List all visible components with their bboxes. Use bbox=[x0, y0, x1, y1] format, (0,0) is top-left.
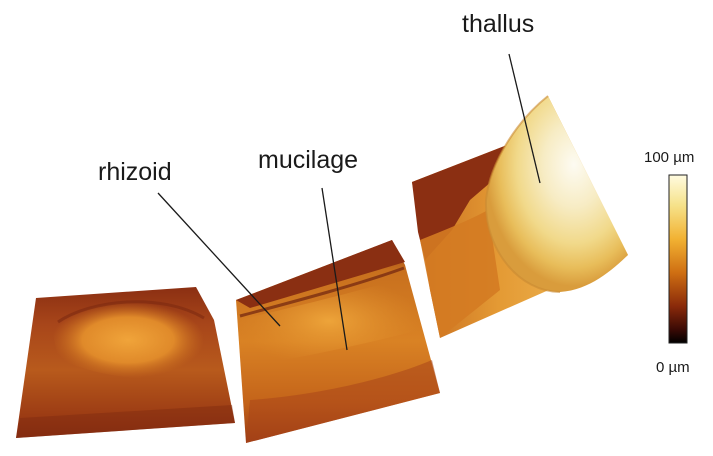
thallus-label: thallus bbox=[462, 10, 534, 38]
color-scale-bar bbox=[669, 175, 687, 343]
afm-panel-left bbox=[16, 287, 235, 438]
scale-max-label: 100 µm bbox=[644, 149, 694, 166]
afm-panel-middle bbox=[236, 240, 440, 443]
scale-min-label: 0 µm bbox=[656, 359, 690, 376]
height-color-scale: 100 µm 0 µm bbox=[644, 149, 694, 376]
mucilage-label: mucilage bbox=[258, 146, 358, 174]
afm-panel-right bbox=[412, 96, 628, 338]
rhizoid-label: rhizoid bbox=[98, 158, 172, 186]
